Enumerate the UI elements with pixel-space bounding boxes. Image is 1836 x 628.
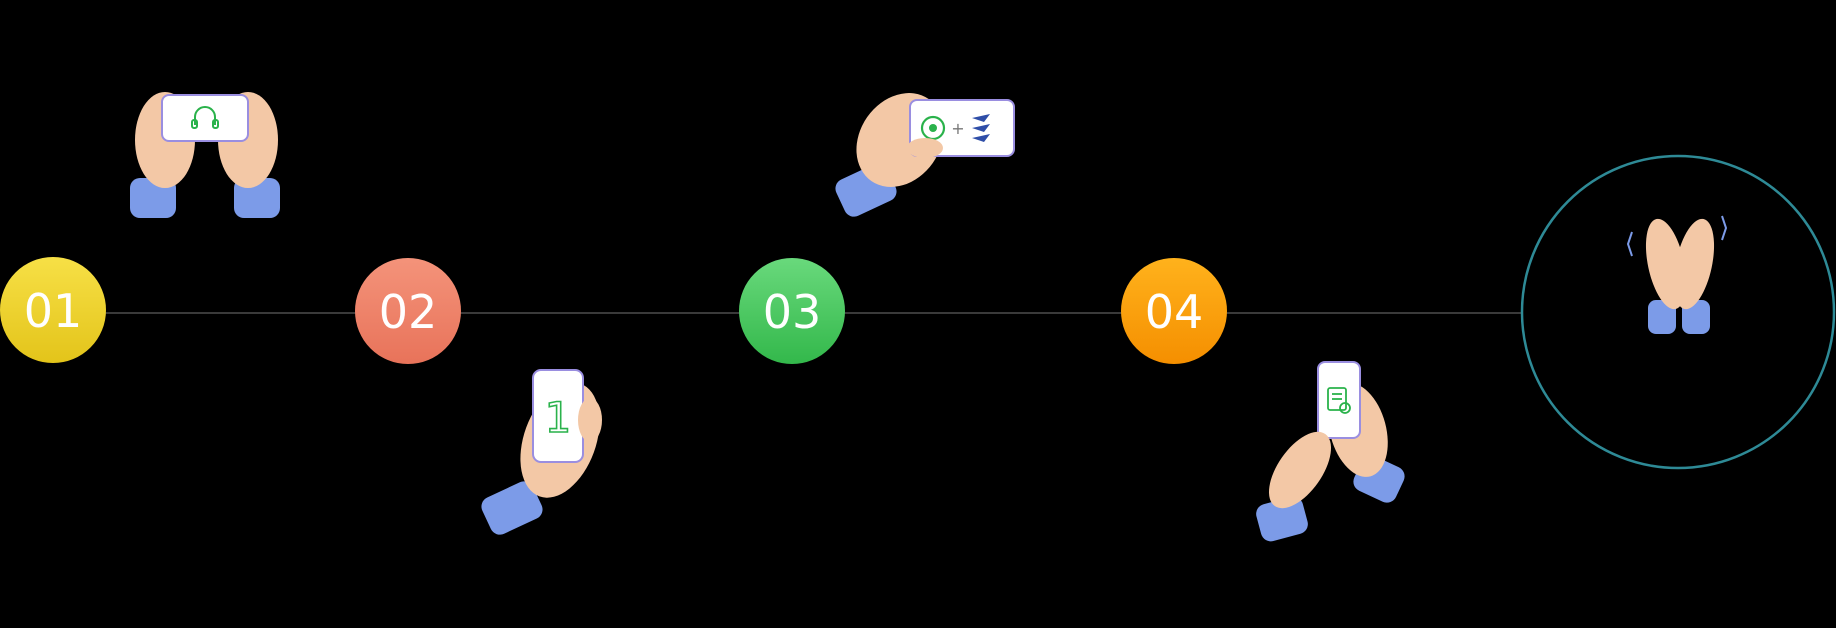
hands-tapping-phone-document-icon bbox=[1256, 361, 1405, 542]
brand-logo-icon bbox=[972, 114, 990, 142]
step-02-number: 02 bbox=[379, 285, 438, 339]
step-04-circle bbox=[1121, 258, 1227, 364]
step-01-number: 01 bbox=[24, 284, 83, 338]
step-01-circle bbox=[0, 257, 106, 363]
step-04-number: 04 bbox=[1145, 285, 1204, 339]
step-03-number: 03 bbox=[763, 285, 822, 339]
step-03: 03 bbox=[739, 258, 845, 364]
step-03-circle bbox=[739, 258, 845, 364]
headset-icon bbox=[191, 106, 219, 129]
hands-holding-phone-landscape-icon bbox=[130, 92, 280, 218]
whatsapp-icon bbox=[920, 115, 946, 141]
step-02-circle bbox=[355, 258, 461, 364]
step-02: 02 bbox=[355, 258, 461, 364]
plus-sign: + bbox=[951, 119, 964, 138]
document-icon bbox=[1327, 387, 1351, 414]
final-ring bbox=[1520, 154, 1836, 470]
clapping-hands-icon bbox=[1626, 215, 1728, 334]
step-01: 01 bbox=[0, 257, 106, 363]
hand-holding-phone-whatsapp-icon: + bbox=[835, 93, 1015, 217]
hand-holding-phone-portrait-icon: 1 bbox=[481, 369, 602, 535]
phone-digit: 1 bbox=[545, 393, 572, 442]
step-04: 04 bbox=[1121, 258, 1227, 364]
